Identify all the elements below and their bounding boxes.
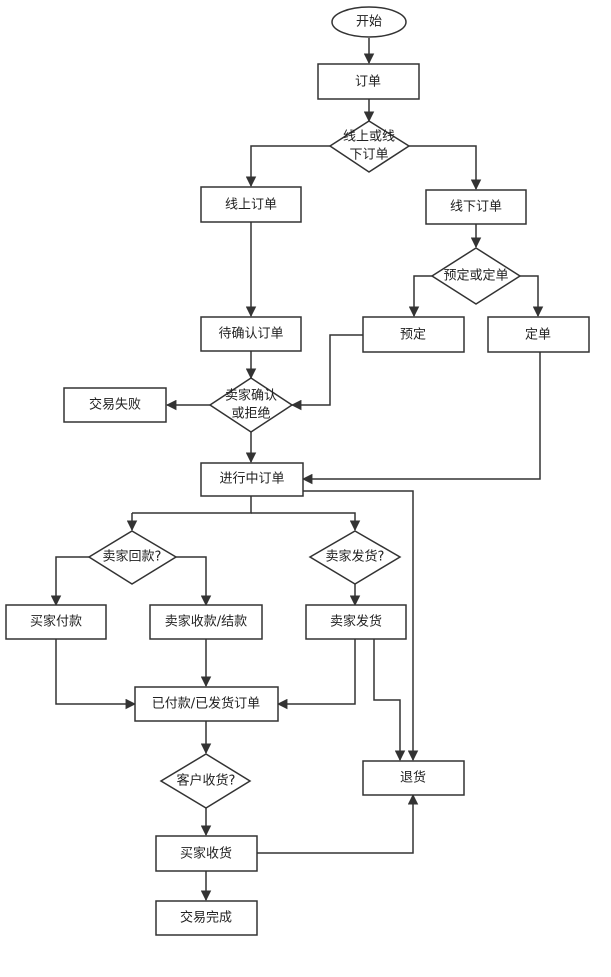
node-offline-order: 线下订单 bbox=[425, 189, 527, 225]
decision-customer-receive-label: 客户收货? bbox=[177, 773, 236, 789]
decision-online-or-offline-line1: 线上或线 bbox=[343, 130, 395, 145]
arrow-buyer-receive-to-return bbox=[257, 793, 419, 854]
node-trade-done-label: 交易完成 bbox=[180, 910, 232, 926]
arrow-inprogress-to-ship-q bbox=[251, 512, 361, 532]
arrow-refund-q-to-buyer-pay bbox=[50, 556, 89, 607]
node-start-label: 开始 bbox=[356, 15, 382, 30]
decision-seller-ship-label: 卖家发货? bbox=[326, 549, 385, 565]
node-trade-failed: 交易失败 bbox=[63, 387, 167, 423]
decision-reserve-or-fixed-label: 预定或定单 bbox=[443, 269, 508, 284]
arrow-decision-to-offline bbox=[409, 145, 482, 191]
node-buyer-pay-label: 买家付款 bbox=[30, 614, 82, 630]
node-trade-failed-label: 交易失败 bbox=[89, 397, 141, 413]
node-seller-ship-label: 卖家发货 bbox=[330, 614, 382, 630]
node-buyer-pay: 买家付款 bbox=[5, 604, 107, 640]
node-online-order: 线上订单 bbox=[200, 186, 302, 223]
node-order: 订单 bbox=[317, 63, 420, 100]
decision-seller-confirm: 卖家确认 或拒绝 bbox=[208, 377, 294, 433]
node-reserve: 预定 bbox=[362, 316, 465, 353]
arrow-inprogress-to-return bbox=[303, 490, 419, 762]
decision-online-or-offline-line2: 下订单 bbox=[349, 148, 388, 163]
arrow-fixed-to-inprogress bbox=[301, 352, 541, 485]
node-fixed-order: 定单 bbox=[487, 316, 590, 353]
node-order-label: 订单 bbox=[355, 75, 381, 90]
node-online-order-label: 线上订单 bbox=[225, 198, 277, 213]
node-pending-confirm-label: 待确认订单 bbox=[218, 327, 283, 342]
node-reserve-label: 预定 bbox=[400, 328, 426, 343]
decision-seller-refund: 卖家回款? bbox=[87, 530, 178, 585]
decision-seller-confirm-line1: 卖家确认 bbox=[225, 388, 277, 404]
arrow-refund-q-to-seller-collect bbox=[176, 556, 212, 607]
decision-online-or-offline: 线上或线 下订单 bbox=[328, 120, 411, 173]
node-buyer-receive-label: 买家收货 bbox=[180, 846, 232, 862]
node-in-progress: 进行中订单 bbox=[200, 462, 304, 497]
node-paid-shipped: 已付款/已发货订单 bbox=[134, 686, 279, 722]
node-seller-collect-label: 卖家收款/结款 bbox=[165, 614, 247, 630]
node-fixed-order-label: 定单 bbox=[525, 328, 551, 343]
node-buyer-receive: 买家收货 bbox=[155, 835, 258, 872]
arrow-decision-to-online bbox=[245, 145, 330, 188]
connectors bbox=[50, 38, 544, 902]
node-return-goods: 退货 bbox=[362, 760, 465, 796]
arrow-seller-ship-to-return bbox=[373, 639, 406, 762]
node-offline-order-label: 线下订单 bbox=[450, 200, 502, 215]
arrow-reserve-to-seller-confirm bbox=[290, 334, 363, 411]
decision-seller-confirm-line2: 或拒绝 bbox=[231, 406, 270, 422]
decision-seller-ship: 卖家发货? bbox=[308, 530, 402, 585]
node-pending-confirm: 待确认订单 bbox=[200, 316, 302, 352]
arrow-inprogress-to-refund-q bbox=[132, 496, 252, 514]
arrow-reserve-decision-to-reserve bbox=[408, 275, 432, 318]
decision-customer-receive: 客户收货? bbox=[159, 753, 252, 809]
arrow-reserve-decision-to-fixed bbox=[520, 275, 544, 318]
arrow-buyer-pay-to-paid bbox=[55, 639, 137, 710]
decision-seller-refund-label: 卖家回款? bbox=[103, 549, 162, 565]
node-paid-shipped-label: 已付款/已发货订单 bbox=[152, 696, 260, 712]
node-start: 开始 bbox=[331, 6, 407, 38]
node-seller-ship: 卖家发货 bbox=[305, 604, 407, 640]
node-in-progress-label: 进行中订单 bbox=[219, 472, 284, 487]
node-seller-collect: 卖家收款/结款 bbox=[149, 604, 263, 640]
node-return-goods-label: 退货 bbox=[400, 770, 426, 786]
arrow-seller-ship-to-paid bbox=[276, 639, 356, 710]
node-trade-done: 交易完成 bbox=[155, 900, 258, 936]
decision-reserve-or-fixed: 预定或定单 bbox=[430, 247, 522, 305]
